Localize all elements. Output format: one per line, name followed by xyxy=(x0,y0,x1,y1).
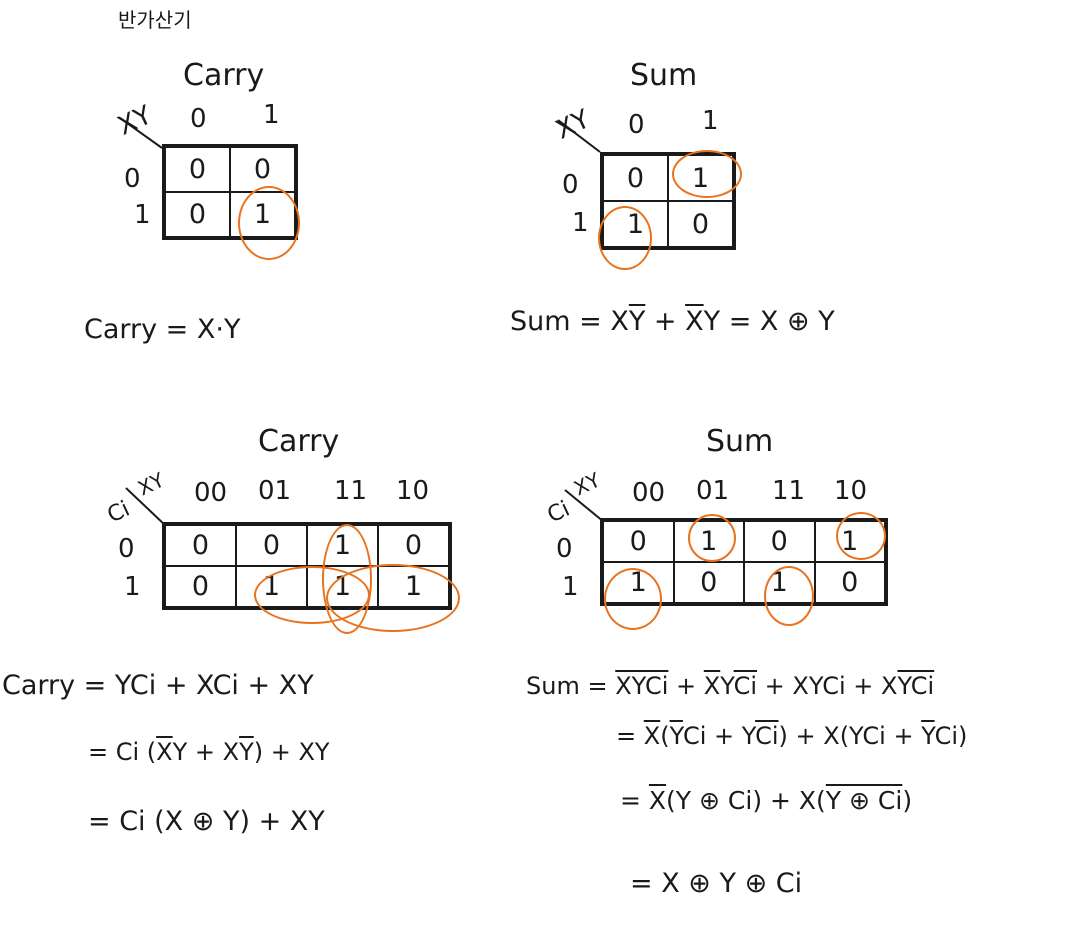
full-carry-col-2: 11 xyxy=(334,476,368,506)
half-carry-row-0: 0 xyxy=(124,164,141,194)
kmap-cell: 0 xyxy=(230,147,295,192)
half-carry-col-1: 1 xyxy=(263,100,280,130)
kmap-cell: 0 xyxy=(378,525,449,566)
half-carry-col-0: 0 xyxy=(190,104,207,134)
full-carry-eq2: = Ci (XY + XY) + XY xyxy=(88,738,330,766)
eq-part: ) + XY xyxy=(253,738,330,766)
kmap-cell: 0 xyxy=(165,192,230,237)
eq-part-bar: YCi xyxy=(897,672,935,700)
eq-part-bar: X xyxy=(643,722,661,750)
full-carry-title: Carry xyxy=(258,424,340,459)
group-circle xyxy=(604,568,662,630)
full-carry-col-1: 01 xyxy=(258,476,292,506)
half-carry-row-1: 1 xyxy=(134,200,151,230)
half-sum-row-0: 0 xyxy=(562,170,579,200)
full-carry-col-3: 10 xyxy=(396,476,430,506)
eq-part: Sum = X xyxy=(510,306,629,337)
eq-part-bar: Y ⊕ Ci xyxy=(825,786,903,815)
eq-part: = xyxy=(616,722,644,750)
eq-part: ) + X(YCi + xyxy=(778,722,922,750)
half-sum-col-0: 0 xyxy=(628,110,645,140)
eq-part-bar: Y xyxy=(921,722,935,750)
full-carry-col-0: 00 xyxy=(194,478,228,508)
group-circle xyxy=(598,206,652,270)
eq-part-bar: X xyxy=(703,672,721,700)
group-circle xyxy=(326,564,460,632)
eq-part-bar: Y xyxy=(669,722,683,750)
eq-part: ) xyxy=(902,786,913,815)
eq-part: Sum = xyxy=(526,672,616,700)
page-heading: 반가산기 xyxy=(118,8,192,32)
half-sum-row-1: 1 xyxy=(572,208,589,238)
kmap-cell: 0 xyxy=(603,155,668,201)
full-sum-eq2: = X(YCi + YCi) + X(YCi + YCi) xyxy=(616,722,967,750)
full-sum-row-0: 0 xyxy=(556,534,573,564)
eq-part: + xyxy=(645,306,686,337)
full-carry-eq1: Carry = YCi + XCi + XY xyxy=(2,670,314,701)
kmap-cell: 0 xyxy=(814,562,885,603)
half-carry-equation: Carry = X·Y xyxy=(84,314,241,345)
half-sum-col-1: 1 xyxy=(702,106,719,136)
full-carry-row-1: 1 xyxy=(124,572,141,602)
group-circle xyxy=(238,186,300,260)
eq-part: Ci) xyxy=(934,722,968,750)
kmap-cell: 0 xyxy=(668,201,733,247)
kmap-cell: 0 xyxy=(603,521,674,562)
full-carry-row-0: 0 xyxy=(118,534,135,564)
eq-part-bar: Y xyxy=(628,306,646,337)
kmap-cell: 0 xyxy=(673,562,744,603)
full-sum-eq3: = X(Y ⊕ Ci) + X(Y ⊕ Ci) xyxy=(620,786,912,815)
eq-part-bar: XYCi xyxy=(615,672,669,700)
eq-part: Ci + Y xyxy=(682,722,756,750)
full-sum-row-1: 1 xyxy=(562,572,579,602)
eq-part-bar: Ci xyxy=(755,722,779,750)
full-sum-col-3: 10 xyxy=(834,476,868,506)
eq-part: Y xyxy=(720,672,734,700)
kmap-cell: 0 xyxy=(165,147,230,192)
kmap-cell: 0 xyxy=(236,525,307,566)
full-sum-eq4: = X ⊕ Y ⊕ Ci xyxy=(630,868,803,899)
eq-part-bar: Ci xyxy=(733,672,758,700)
full-sum-eq1: Sum = XYCi + XYCi + XYCi + XYCi xyxy=(526,672,934,700)
group-circle xyxy=(672,150,742,198)
eq-part: ( xyxy=(660,722,670,750)
half-sum-title: Sum xyxy=(630,58,698,93)
eq-part-bar: X xyxy=(156,738,173,766)
full-sum-col-0: 00 xyxy=(632,478,666,508)
eq-part: + xyxy=(668,672,704,700)
eq-part: Y = X ⊕ Y xyxy=(703,306,835,337)
half-carry-title: Carry xyxy=(183,58,265,93)
group-circle xyxy=(688,514,736,562)
full-sum-title: Sum xyxy=(706,424,774,459)
eq-part-bar: Y xyxy=(239,738,254,766)
kmap-cell: 0 xyxy=(744,521,815,562)
group-circle xyxy=(764,566,814,626)
full-sum-col-2: 11 xyxy=(772,476,806,506)
half-sum-equation: Sum = XY + XY = X ⊕ Y xyxy=(510,306,835,337)
eq-part: (Y ⊕ Ci) + X( xyxy=(666,786,826,815)
full-carry-eq3: = Ci (X ⊕ Y) + XY xyxy=(88,806,325,837)
eq-part: Y + X xyxy=(172,738,240,766)
eq-part: = xyxy=(620,786,649,815)
eq-part: + XYCi + X xyxy=(757,672,898,700)
eq-part-bar: X xyxy=(648,786,667,815)
group-circle xyxy=(836,512,886,560)
kmap-cell: 0 xyxy=(165,566,236,607)
kmap-cell: 0 xyxy=(165,525,236,566)
eq-part-bar: X xyxy=(685,306,704,337)
eq-part: = Ci ( xyxy=(88,738,157,766)
full-sum-col-1: 01 xyxy=(696,476,730,506)
